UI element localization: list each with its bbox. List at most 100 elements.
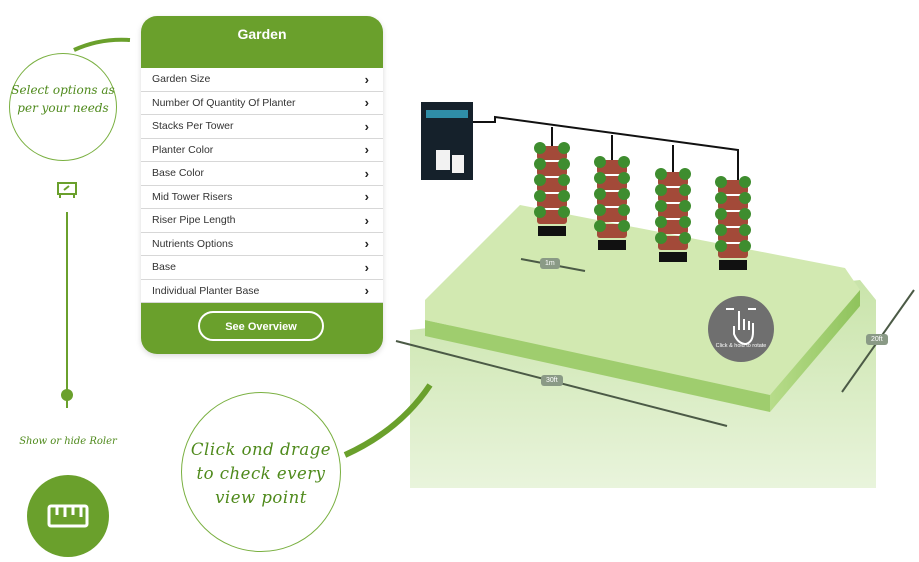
leaf xyxy=(558,206,570,218)
chevron-right-icon: › xyxy=(364,142,369,158)
chevron-right-icon: › xyxy=(364,236,369,252)
width-dimension-label: 20ft xyxy=(866,334,888,345)
menu-item-stacks-per-tower[interactable]: Stacks Per Tower› xyxy=(141,115,383,139)
chevron-right-icon: › xyxy=(364,283,369,299)
chevron-right-icon: › xyxy=(364,118,369,134)
tower-base xyxy=(659,252,687,262)
menu-item-planter-quantity[interactable]: Number Of Quantity Of Planter › xyxy=(141,92,383,115)
arrow-to-scene xyxy=(343,383,433,458)
select-options-bubble xyxy=(9,53,117,161)
leaf xyxy=(558,158,570,170)
chevron-right-icon: › xyxy=(364,71,369,87)
leaf xyxy=(715,192,727,204)
ruler-icon xyxy=(47,504,89,528)
hand-pointer-icon xyxy=(726,308,756,346)
roler-slider-track[interactable] xyxy=(66,212,68,408)
menu-item-garden-size[interactable]: Garden Size › xyxy=(141,68,383,92)
rotate-hint[interactable] xyxy=(708,296,774,362)
menu-item-riser-pipe-length[interactable]: Riser Pipe Length › xyxy=(141,209,383,233)
menu-item-base[interactable]: Base › xyxy=(141,256,383,280)
leaf xyxy=(534,190,546,202)
tower-base xyxy=(719,260,747,270)
leaf xyxy=(618,220,630,232)
menu-item-nutrients-options[interactable]: Nutrients Options › xyxy=(141,233,383,256)
leaf xyxy=(655,232,667,244)
panel-title: Garden xyxy=(237,26,287,42)
leaf xyxy=(715,176,727,188)
leaf xyxy=(534,142,546,154)
leaf xyxy=(618,188,630,200)
leaf xyxy=(594,204,606,216)
chevron-right-icon: › xyxy=(364,95,369,111)
see-overview-button[interactable]: See Overview xyxy=(198,311,324,341)
leaf xyxy=(534,158,546,170)
platform-side xyxy=(425,320,770,412)
leaf xyxy=(715,224,727,236)
reservoir-unit xyxy=(421,102,473,180)
tower-base xyxy=(538,226,566,236)
leaf xyxy=(594,220,606,232)
drag-hint-text: Click ond drage to check every view poin… xyxy=(190,440,332,507)
rotate-hint-text: Click & hold to rotate xyxy=(715,343,767,349)
leaf xyxy=(618,204,630,216)
platform-side-right xyxy=(770,290,860,412)
leaf xyxy=(618,156,630,168)
leaf xyxy=(594,156,606,168)
menu-item-label: Mid Tower Risers xyxy=(152,190,233,203)
chevron-right-icon: › xyxy=(364,165,369,181)
leaf xyxy=(679,216,691,228)
leaf xyxy=(558,142,570,154)
spacing-dimension-label: 1m xyxy=(540,258,560,269)
menu-item-mid-tower-risers[interactable]: Mid Tower Risers › xyxy=(141,186,383,209)
leaf xyxy=(594,188,606,200)
menu-item-label: Base Color xyxy=(152,167,204,180)
leaf xyxy=(739,208,751,220)
roler-slider-handle[interactable] xyxy=(61,389,73,401)
leaf xyxy=(739,240,751,252)
leaf xyxy=(739,224,751,236)
menu-item-label: Individual Planter Base xyxy=(152,284,260,297)
menu-item-label: Base xyxy=(152,261,176,274)
leaf xyxy=(679,168,691,180)
leaf xyxy=(679,184,691,196)
leaf xyxy=(618,172,630,184)
chevron-right-icon: › xyxy=(364,212,369,228)
length-dimension-label: 30ft xyxy=(541,375,563,386)
leaf xyxy=(715,240,727,252)
tower-base xyxy=(598,240,626,250)
drag-hint-bubble xyxy=(181,392,341,552)
pipe-network xyxy=(470,115,739,180)
options-menu: Garden Size › Number Of Quantity Of Plant… xyxy=(141,68,383,303)
menu-item-label: Number Of Quantity Of Planter xyxy=(152,96,296,109)
leaf xyxy=(679,232,691,244)
planter-towers xyxy=(534,142,751,270)
leaf xyxy=(655,168,667,180)
menu-item-label: Nutrients Options xyxy=(152,237,234,250)
select-options-hint: Select options as per your needs xyxy=(11,83,115,115)
leaf xyxy=(558,190,570,202)
arrow-to-panel xyxy=(73,37,131,52)
chevron-right-icon: › xyxy=(364,259,369,275)
base-icon xyxy=(57,182,77,198)
leaf xyxy=(594,172,606,184)
leaf xyxy=(558,174,570,186)
ruler-toggle-button[interactable] xyxy=(27,475,109,557)
leaf xyxy=(739,176,751,188)
leaf xyxy=(739,192,751,204)
leaf xyxy=(655,184,667,196)
menu-item-base-color[interactable]: Base Color › xyxy=(141,162,383,186)
leaf xyxy=(655,216,667,228)
menu-item-planter-color[interactable]: Planter Color › xyxy=(141,139,383,162)
leaf xyxy=(679,200,691,212)
menu-item-label: Riser Pipe Length xyxy=(152,214,236,227)
garden-options-panel: Garden Garden Size › Number Of Quantity O… xyxy=(141,16,383,354)
leaf xyxy=(655,200,667,212)
ruler-hint-text: Show or hide Roler xyxy=(19,436,117,447)
menu-item-individual-planter-base[interactable]: Individual Planter Base › xyxy=(141,280,383,303)
leaf xyxy=(534,206,546,218)
menu-item-label: Garden Size xyxy=(152,73,211,86)
chevron-right-icon: › xyxy=(364,189,369,205)
menu-item-label: Planter Color xyxy=(152,143,214,156)
leaf xyxy=(715,208,727,220)
